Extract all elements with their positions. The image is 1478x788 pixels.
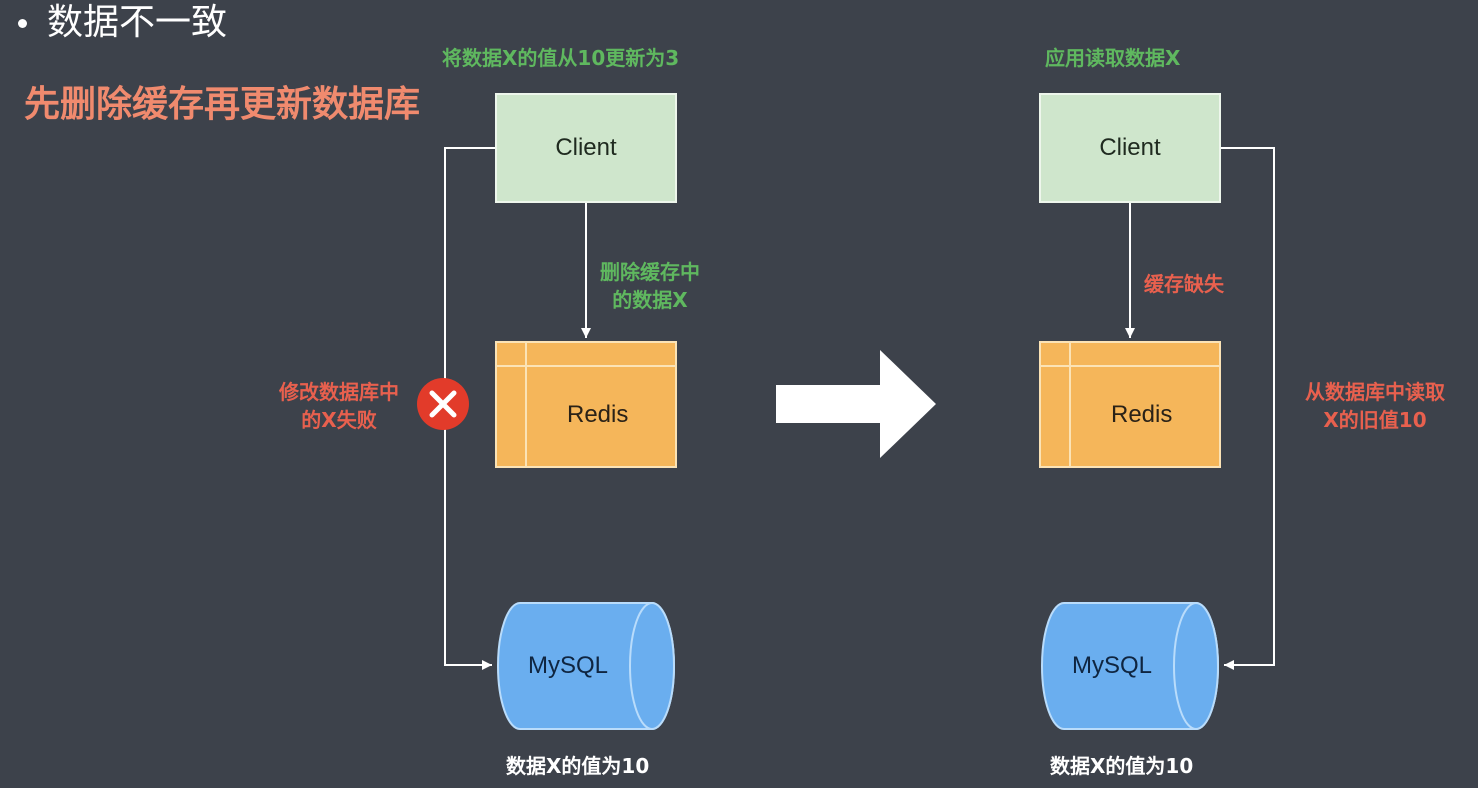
right-client-label: Client [1099,134,1161,161]
bullet-title-text: 数据不一致 [47,2,228,43]
left-fail-label-line2: 的X失败 [301,408,377,432]
left-redis-box: Redis [495,341,677,468]
right-caption: 应用读取数据X [1045,46,1181,70]
right-client-box: Client [1039,93,1221,203]
left-mysql-label: MySQL [527,652,609,679]
left-arrow-label-line1: 删除缓存中 [600,260,700,284]
left-arrow-label: 删除缓存中 的数据X [600,258,700,314]
left-db-caption: 数据X的值为10 [506,754,650,778]
left-fail-label-line1: 修改数据库中 [279,380,399,404]
left-arrow-label-line2: 的数据X [612,288,688,312]
right-read-label-line1: 从数据库中读取 [1305,380,1445,404]
left-redis-hline [497,365,675,367]
left-mysql-cylinder [497,602,675,730]
left-client-box: Client [495,93,677,203]
arrow-right-icon [776,350,936,458]
right-mysql-label: MySQL [1071,652,1153,679]
right-mysql-cylinder [1041,602,1219,730]
right-redis-vline [1069,343,1071,466]
right-redis-label: Redis [1111,401,1173,428]
headline: 先删除缓存再更新数据库 [24,84,421,125]
right-arrow-label: 缓存缺失 [1144,272,1224,296]
right-read-label: 从数据库中读取 X的旧值10 [1290,378,1460,434]
right-read-label-line2: X的旧值10 [1323,408,1427,432]
bullet-title: 数据不一致 [18,0,227,46]
right-db-caption: 数据X的值为10 [1050,754,1194,778]
left-caption: 将数据X的值从10更新为3 [442,46,680,70]
close-circle-icon [417,378,469,430]
left-client-label: Client [555,134,617,161]
right-redis-hline [1041,365,1219,367]
bullet-dot [18,18,27,28]
right-arrow-client-to-mysql [1221,147,1275,670]
right-redis-box: Redis [1039,341,1221,468]
left-redis-label: Redis [567,401,629,428]
left-redis-vline [525,343,527,466]
left-fail-label: 修改数据库中 的X失败 [268,378,410,434]
